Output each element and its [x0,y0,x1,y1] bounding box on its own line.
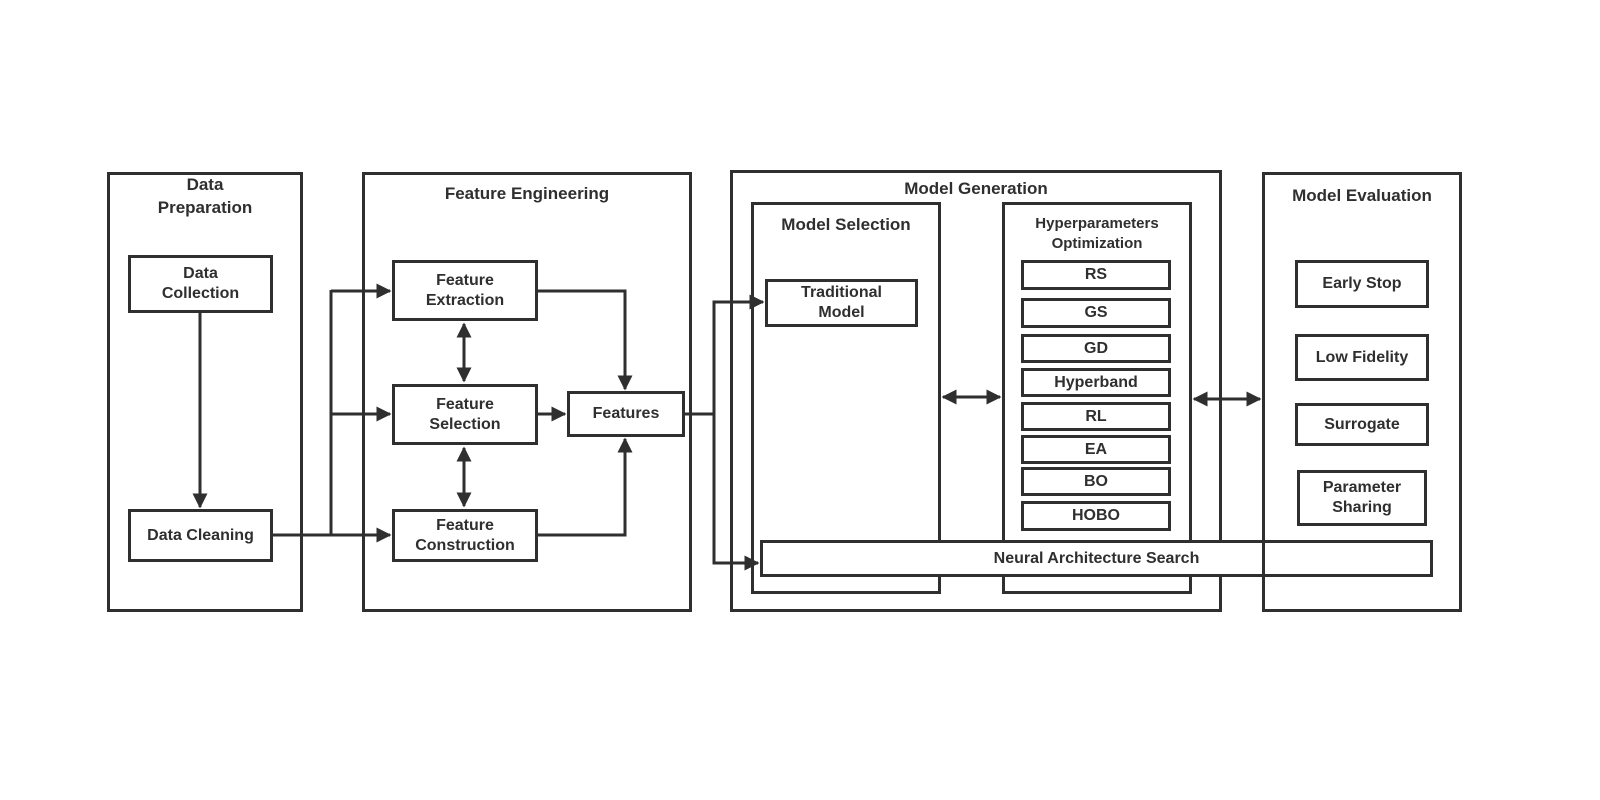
hpo-method-rs: RS [1021,260,1171,290]
feature-extraction-node: Feature Extraction [392,260,538,321]
data-preparation-panel [107,172,303,612]
hpo-method-rl: RL [1021,402,1171,431]
model-selection-title: Model Selection [781,215,911,234]
feature-construction-node: Feature Construction [392,509,538,562]
hpo-method-ea: EA [1021,435,1171,464]
eval-parameter-sharing: Parameter Sharing [1297,470,1427,526]
hpo-panel [1002,202,1192,594]
hpo-method-hobo: HOBO [1021,501,1171,531]
nas-node: Neural Architecture Search [760,540,1433,577]
hpo-method-gd: GD [1021,334,1171,363]
traditional-model-node: Traditional Model [765,279,918,327]
hpo-method-bo: BO [1021,467,1171,496]
model-evaluation-panel [1262,172,1462,612]
hpo-title: Hyperparameters Optimization [1035,215,1159,253]
hpo-method-gs: GS [1021,298,1171,328]
model-evaluation-title: Model Evaluation [1292,186,1432,205]
eval-surrogate: Surrogate [1295,403,1429,446]
data-cleaning-node: Data Cleaning [128,509,273,562]
hpo-method-hyperband: Hyperband [1021,368,1171,397]
feature-engineering-panel [362,172,692,612]
eval-low-fidelity: Low Fidelity [1295,334,1429,381]
data-collection-node: Data Collection [128,255,273,313]
model-generation-title: Model Generation [904,179,1048,198]
eval-early-stop: Early Stop [1295,260,1429,308]
model-selection-panel [751,202,941,594]
feature-selection-node: Feature Selection [392,384,538,445]
data-preparation-title: Data Preparation [157,175,253,217]
features-node: Features [567,391,685,437]
feature-engineering-title: Feature Engineering [444,184,610,203]
